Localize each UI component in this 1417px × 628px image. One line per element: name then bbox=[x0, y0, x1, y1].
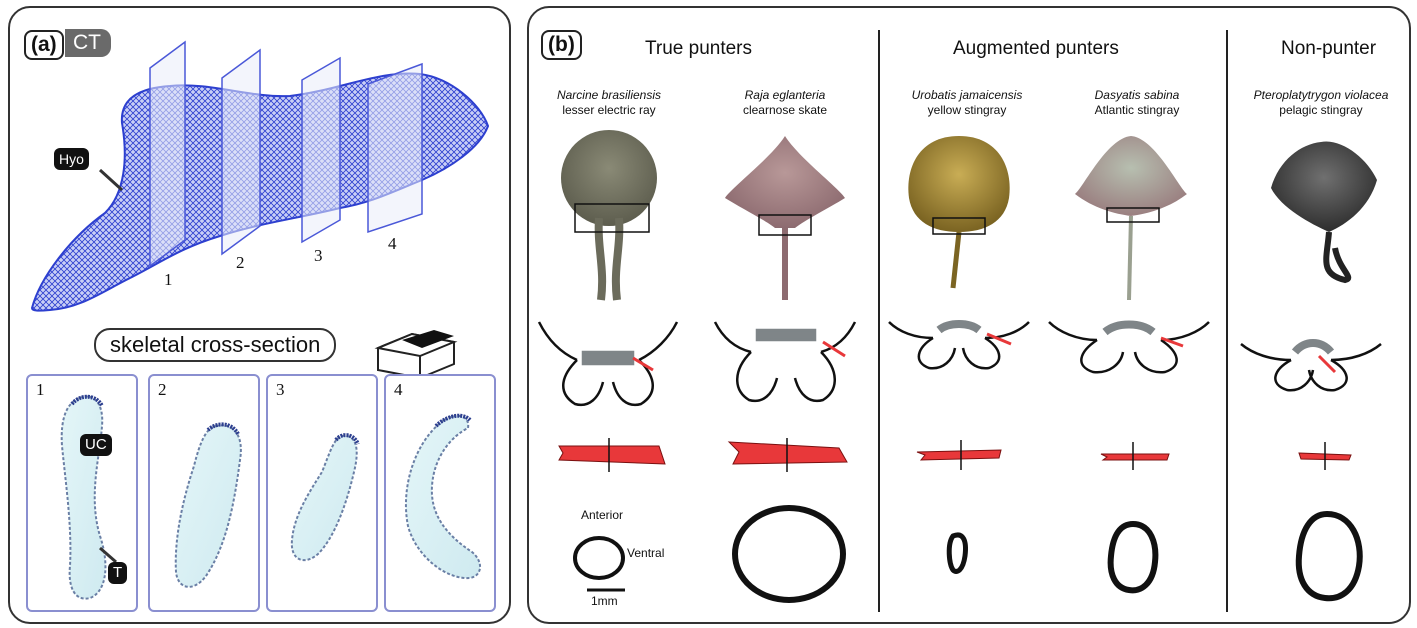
plane-1 bbox=[150, 42, 185, 266]
muscle-4 bbox=[1101, 442, 1169, 470]
cross-section-label: skeletal cross-section bbox=[94, 328, 336, 362]
panel-a: (a) CT Hyo 1 2 3 4 skeletal cross-sectio… bbox=[8, 6, 511, 624]
plane-4 bbox=[368, 64, 422, 232]
hyomandibula-mesh bbox=[10, 8, 513, 338]
scale-label: 1mm bbox=[591, 594, 618, 608]
ray-dasyatis bbox=[1075, 136, 1187, 300]
muscle-diagrams bbox=[529, 436, 1413, 476]
cross-section-3: 3 bbox=[266, 374, 378, 612]
uc-label: UC bbox=[80, 434, 112, 456]
ray-pteroplatytrygon bbox=[1271, 141, 1377, 280]
hyo-pointer bbox=[100, 170, 122, 190]
cross-section-block-icon bbox=[372, 320, 462, 380]
plane-number-4: 4 bbox=[388, 234, 397, 254]
outline-2 bbox=[735, 508, 843, 600]
skeleton-3 bbox=[889, 322, 1029, 368]
muscle-2 bbox=[729, 438, 847, 472]
skeleton-2 bbox=[715, 322, 855, 401]
plane-3 bbox=[302, 58, 340, 242]
cross-section-1: 1 UC T bbox=[26, 374, 138, 612]
cross-section-4: 4 bbox=[384, 374, 496, 612]
muscle-5 bbox=[1299, 442, 1351, 470]
plane-number-3: 3 bbox=[314, 246, 323, 266]
skeleton-1 bbox=[539, 322, 677, 405]
t-label: T bbox=[108, 562, 127, 584]
ventral-label: Ventral bbox=[627, 546, 664, 560]
skeleton-5 bbox=[1241, 343, 1381, 390]
outline-5 bbox=[1299, 514, 1360, 598]
ray-illustrations bbox=[529, 8, 1413, 308]
skeleton-4 bbox=[1049, 322, 1209, 372]
muscle-3 bbox=[917, 440, 1001, 470]
hyo-label: Hyo bbox=[54, 148, 89, 170]
outline-4 bbox=[1111, 524, 1156, 590]
ray-raja bbox=[725, 136, 845, 300]
ray-urobatis bbox=[908, 136, 1009, 288]
outline-3 bbox=[949, 535, 965, 571]
plane-number-1: 1 bbox=[164, 270, 173, 290]
jaw-skeleton-diagrams bbox=[529, 308, 1413, 438]
outline-1 bbox=[575, 538, 623, 578]
plane-2 bbox=[222, 50, 260, 254]
panel-b: (b) True punters Augmented punters Non-p… bbox=[527, 6, 1411, 624]
anterior-label: Anterior bbox=[581, 508, 623, 522]
plane-number-2: 2 bbox=[236, 253, 245, 273]
cross-section-2: 2 bbox=[148, 374, 260, 612]
ray-narcine bbox=[561, 130, 657, 300]
muscle-1 bbox=[559, 438, 665, 472]
